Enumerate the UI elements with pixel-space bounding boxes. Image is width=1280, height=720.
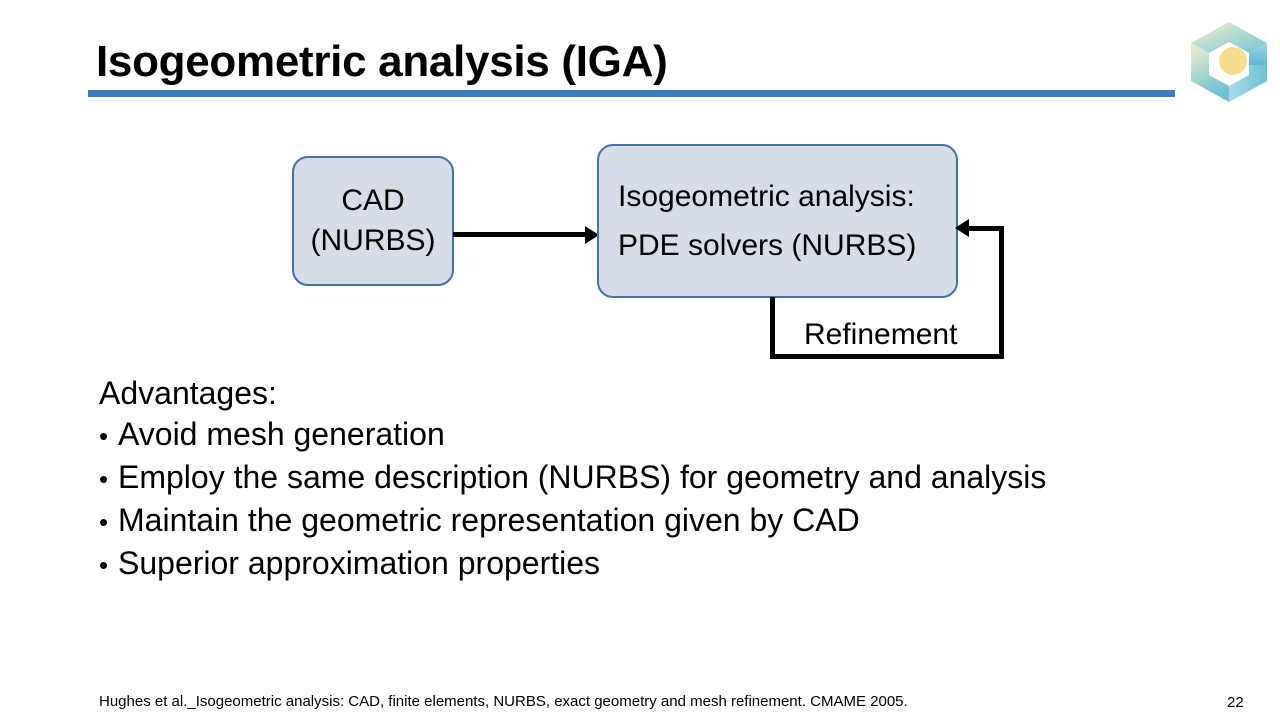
flow-box-cad: CAD (NURBS) (292, 156, 454, 286)
refinement-loop-arrow-head-icon (955, 219, 969, 237)
refinement-loop-label: Refinement (800, 318, 962, 352)
page-title: Isogeometric analysis (IGA) (96, 37, 668, 86)
title-underline-rule (88, 90, 1175, 97)
arrow-cad-to-iga-head-icon (585, 226, 599, 244)
flow-box-iga-line-1: Isogeometric analysis: (618, 180, 915, 213)
bullet-dot-icon: • (99, 550, 109, 580)
list-item-label: Employ the same description (NURBS) for … (118, 459, 1047, 495)
list-item-label: Avoid mesh generation (118, 416, 445, 452)
list-item: • Employ the same description (NURBS) fo… (99, 457, 1219, 500)
list-item-label: Maintain the geometric representation gi… (118, 502, 860, 538)
refinement-loop-segment-bottom (770, 354, 1004, 359)
advantages-heading: Advantages: (99, 375, 277, 411)
bullet-dot-icon: • (99, 421, 109, 451)
bullet-dot-icon: • (99, 507, 109, 537)
flow-box-cad-line-2: (NURBS) (310, 224, 436, 257)
flow-box-isogeometric-analysis: Isogeometric analysis: PDE solvers (NURB… (597, 144, 958, 298)
bullet-dot-icon: • (99, 464, 109, 494)
list-item: • Superior approximation properties (99, 543, 1219, 586)
footer-citation: Hughes et al._Isogeometric analysis: CAD… (99, 693, 908, 710)
flow-box-iga-line-2: PDE solvers (NURBS) (618, 229, 917, 262)
list-item-label: Superior approximation properties (118, 545, 601, 581)
refinement-loop-segment-down (770, 297, 775, 359)
list-item: • Maintain the geometric representation … (99, 500, 1219, 543)
flow-box-cad-line-1: CAD (341, 184, 405, 217)
refinement-loop-segment-top (968, 226, 1004, 231)
advantages-block: Advantages: • Avoid mesh generation • Em… (99, 373, 1219, 586)
slide-page-number: 22 (1227, 694, 1244, 711)
hexagonal-cube-g-logo-icon (1183, 18, 1275, 106)
list-item: • Avoid mesh generation (99, 414, 1219, 457)
arrow-cad-to-iga-shaft (453, 232, 587, 237)
refinement-loop-segment-up (999, 226, 1004, 359)
